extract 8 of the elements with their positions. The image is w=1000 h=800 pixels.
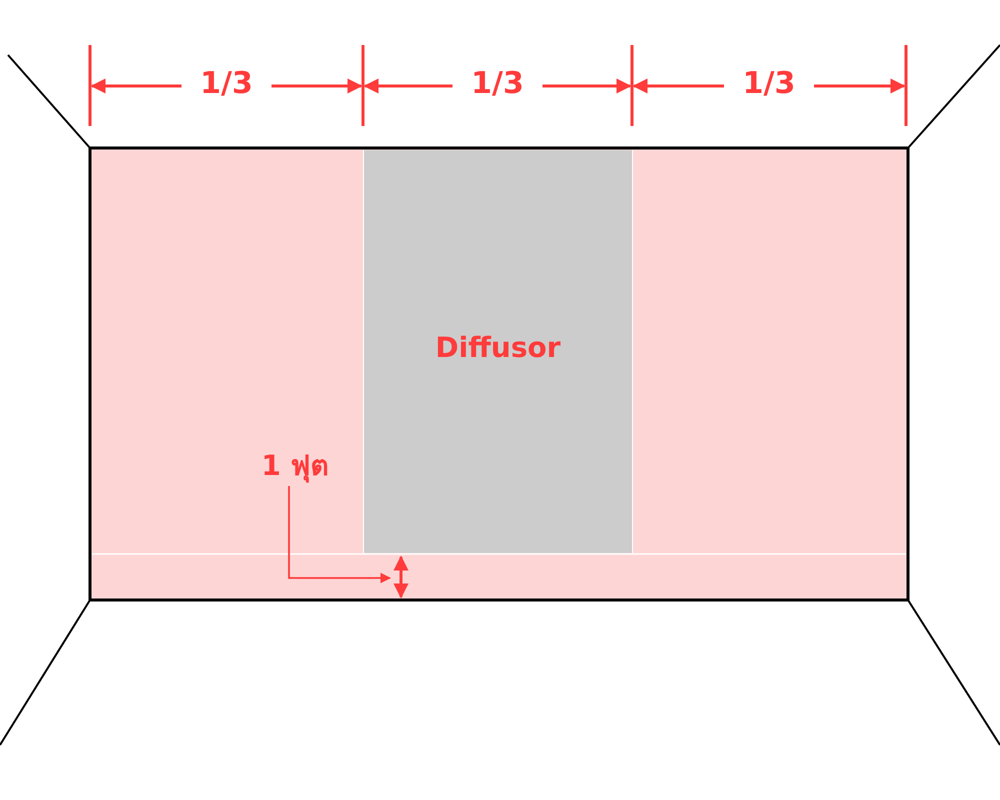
panel-label: Diffusor	[434, 330, 562, 366]
leader-line	[288, 486, 392, 584]
dimension-arrow	[393, 555, 409, 599]
dimension-label: 1/3	[742, 66, 796, 102]
dimension-label: 1/3	[199, 66, 254, 102]
diffusor-panel	[363, 150, 633, 553]
dimension-label: 1/3	[470, 66, 525, 102]
measurement-label: 1 ฟุต	[250, 448, 340, 484]
